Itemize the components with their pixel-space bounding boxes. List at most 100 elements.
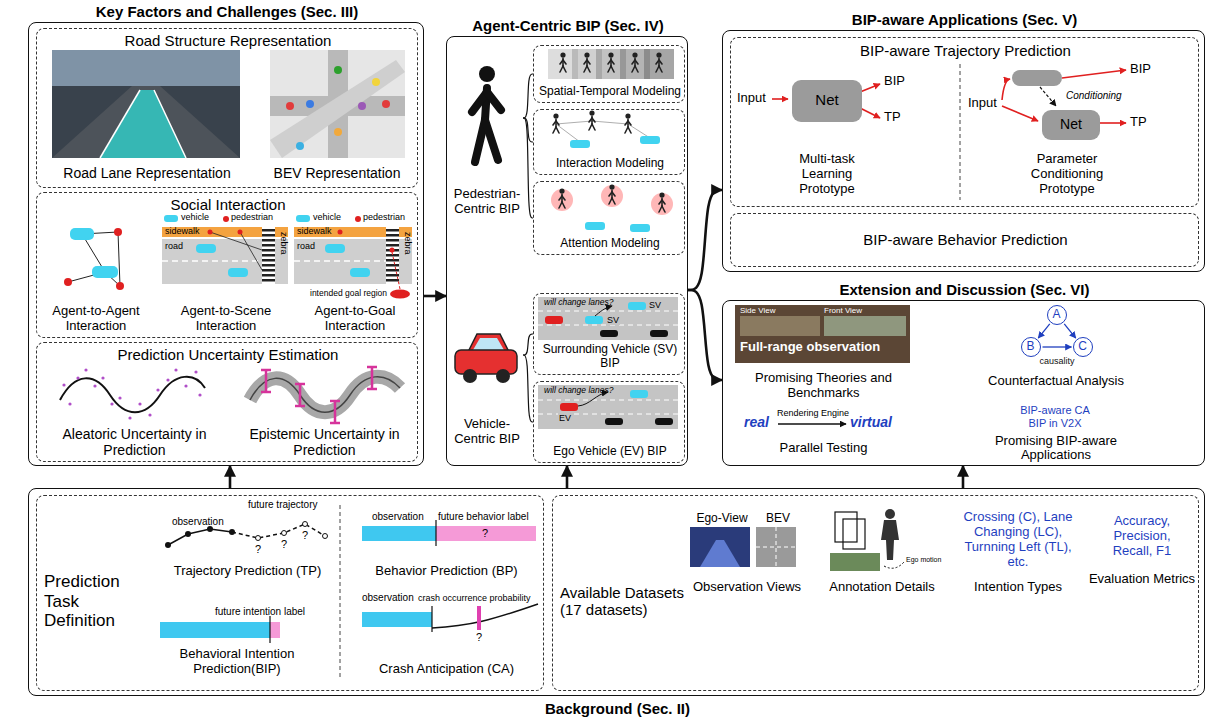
full-range-image — [740, 316, 820, 336]
attention-illustration — [630, 224, 650, 232]
annotation-label: TP — [884, 110, 901, 125]
connector-arrow — [566, 466, 569, 488]
annotation-label: ? — [482, 527, 488, 540]
spatial-temporal-frames — [632, 52, 638, 72]
tp-sketch — [282, 531, 287, 536]
node-caption: BEV — [758, 512, 798, 526]
annotation-label: Input — [737, 91, 766, 106]
epistemic-band — [371, 367, 374, 389]
variable-circle: B — [1021, 337, 1041, 357]
node-caption: Multi-task Learning Prototype — [777, 152, 877, 197]
node-caption: Crossing (C), Lane Changing (LC), Turnni… — [957, 510, 1079, 570]
variable-circle: C — [1073, 337, 1093, 357]
aleatoric-curve — [174, 368, 177, 371]
network-box: Net — [792, 80, 862, 122]
agent-graph — [64, 278, 72, 286]
interaction-illustration — [556, 121, 592, 124]
aleatoric-curve — [198, 393, 201, 396]
node-heading: Surrounding Vehicle (SV) BIP — [536, 343, 684, 371]
connector-arrow — [523, 334, 533, 355]
agent-goal-illustration — [390, 248, 395, 253]
road-lane-image — [52, 50, 240, 158]
observation-view-images — [700, 540, 740, 567]
node-heading: Extension and Discussion (Sec. VI) — [723, 281, 1206, 298]
annotation-label: Input — [968, 96, 997, 111]
observation-view-images — [776, 527, 777, 567]
agent-graph — [70, 228, 94, 240]
node-heading: Key Factors and Challenges (Sec. III) — [29, 3, 425, 20]
annotation-label: SV — [649, 300, 661, 310]
interaction-illustration — [640, 136, 660, 144]
tp-sketch — [229, 529, 235, 535]
epistemic-band — [265, 370, 268, 392]
spatial-temporal-frames — [656, 52, 662, 72]
prototype-arrows — [860, 108, 880, 118]
pedestrian-icon — [472, 66, 501, 162]
connector-arrow — [1043, 346, 1072, 347]
agent-goal-illustration — [386, 239, 399, 242]
attention-illustration — [601, 185, 623, 207]
annotation-images — [830, 553, 880, 571]
tp-sketch — [303, 522, 308, 527]
node-heading: Road Structure Representation — [37, 32, 419, 49]
annotation-label: observation — [362, 592, 414, 604]
agent-scene-illustration — [223, 216, 229, 222]
ca-sketch — [362, 604, 538, 632]
attention-illustration — [609, 184, 615, 204]
connector-arrow — [962, 466, 965, 488]
node-caption: Intention Types — [952, 580, 1084, 595]
interaction-illustration — [556, 121, 650, 142]
attention-illustration — [585, 222, 605, 230]
node-heading: Social Interaction — [37, 196, 419, 213]
node-caption: Agent-to-Goal Interaction — [294, 304, 416, 334]
attention-illustration — [659, 192, 665, 212]
annotation-label: future trajectory — [248, 499, 317, 511]
car-icon — [455, 350, 517, 374]
road-lane-image — [154, 90, 186, 158]
bev-image — [286, 102, 294, 110]
aleatoric-curve — [76, 376, 79, 379]
aleatoric-curve — [60, 368, 205, 419]
sv-road — [585, 316, 603, 324]
agent-graph — [118, 232, 120, 286]
ev-road — [560, 403, 578, 411]
attention-illustration — [559, 188, 565, 208]
bp-sketch — [362, 526, 436, 541]
aleatoric-curve — [60, 377, 205, 412]
annotation-label: future behavior label — [438, 511, 529, 523]
annotation-label: BIP — [1130, 62, 1151, 77]
agent-goal-illustration — [355, 216, 361, 222]
pedestrian-icon — [485, 120, 498, 160]
method-box: Spatial-Temporal Modeling — [533, 45, 685, 103]
topic-box: Prediction Uncertainty EstimationAleator… — [36, 342, 418, 462]
prototype-arrows — [772, 98, 788, 100]
node-heading: A — [1048, 306, 1065, 323]
agent-goal-illustration — [350, 268, 370, 277]
epistemic-band — [261, 367, 377, 423]
agent-graph — [64, 228, 124, 290]
agent-scene-illustration — [210, 232, 262, 250]
agent-scene-illustration — [162, 260, 262, 262]
interaction-illustration — [553, 113, 559, 133]
annotation-label: ? — [302, 529, 308, 542]
ca-sketch — [362, 612, 432, 627]
prototype-arrows — [860, 84, 880, 92]
connector-arrow — [1064, 324, 1075, 338]
node-caption: Trajectory Prediction (TP) — [160, 564, 335, 579]
bp-sketch — [436, 526, 536, 541]
annotation-label: SV — [606, 315, 620, 325]
annotation-label: will change lanes? — [544, 386, 613, 396]
node-heading: Net — [792, 91, 862, 108]
annotation-label: ? — [476, 631, 482, 644]
ev-road — [538, 385, 678, 429]
agent-goal-illustration — [294, 215, 412, 299]
ev-road — [538, 385, 678, 429]
agent-scene-illustration — [262, 249, 275, 252]
agent-scene-illustration — [262, 234, 275, 237]
agent-graph — [92, 266, 118, 278]
spatial-temporal-frames — [644, 49, 674, 79]
ca-sketch — [432, 604, 538, 628]
node-heading: Ego Vehicle (EV) BIP — [536, 445, 684, 459]
epistemic-band — [299, 384, 302, 406]
agent-scene-illustration — [196, 244, 216, 253]
